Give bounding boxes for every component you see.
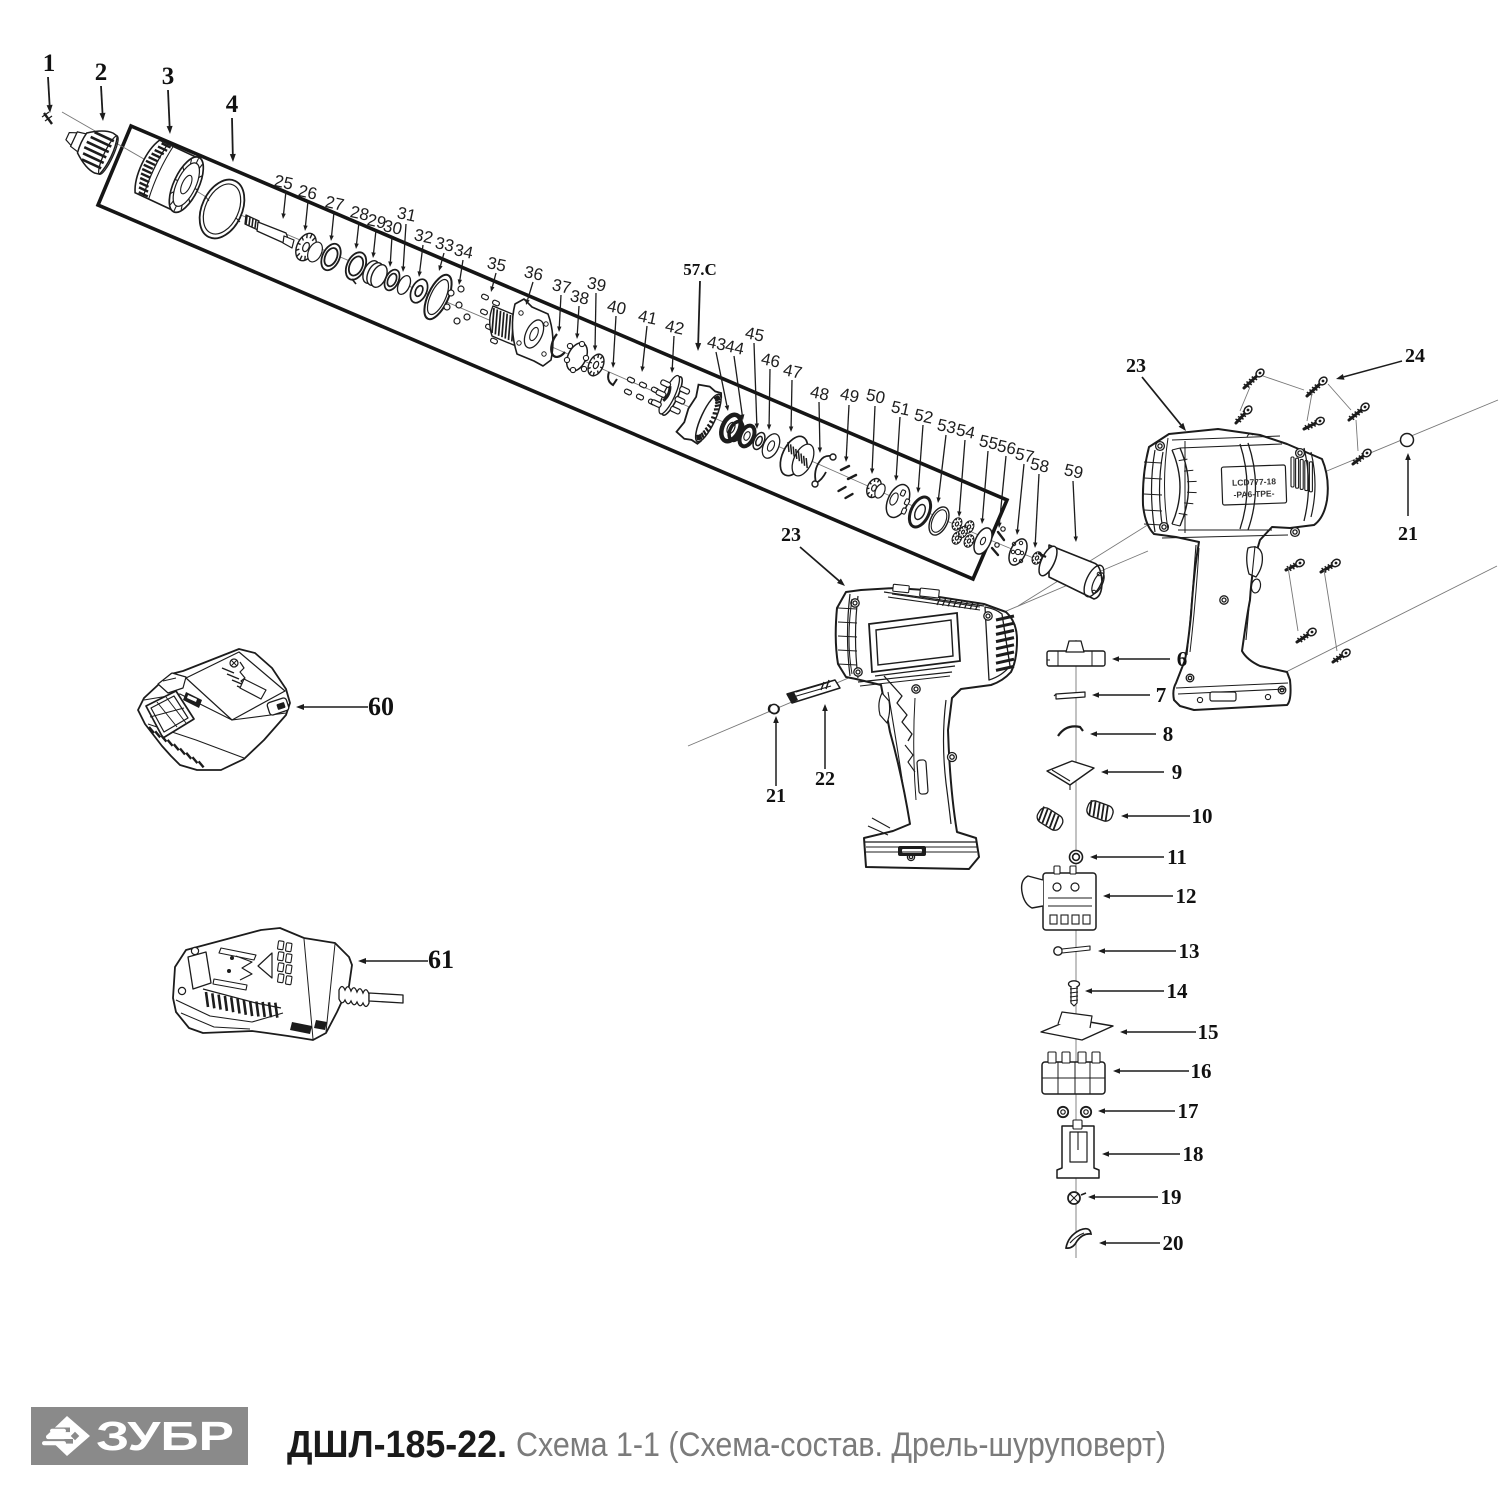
svg-text:53: 53 bbox=[935, 415, 957, 438]
svg-text:52: 52 bbox=[912, 405, 934, 428]
svg-text:55: 55 bbox=[977, 431, 999, 454]
svg-text:21: 21 bbox=[1398, 523, 1418, 545]
svg-text:Схема 1-1 (Схема-состав. Дрель: Схема 1-1 (Схема-состав. Дрель-шуруповер… bbox=[516, 1426, 1166, 1464]
svg-text:44: 44 bbox=[723, 336, 745, 359]
svg-text:3: 3 bbox=[162, 63, 175, 90]
svg-text:25: 25 bbox=[272, 171, 294, 194]
svg-text:49: 49 bbox=[838, 384, 860, 407]
svg-text:41: 41 bbox=[636, 306, 658, 329]
svg-text:45: 45 bbox=[743, 323, 765, 346]
svg-text:12: 12 bbox=[1176, 884, 1197, 908]
svg-text:11: 11 bbox=[1167, 845, 1187, 869]
svg-text:14: 14 bbox=[1167, 979, 1189, 1003]
svg-text:46: 46 bbox=[759, 349, 781, 372]
svg-text:37: 37 bbox=[550, 275, 572, 298]
svg-text:19: 19 bbox=[1161, 1185, 1182, 1209]
svg-text:10: 10 bbox=[1192, 804, 1213, 828]
svg-text:34: 34 bbox=[452, 240, 474, 263]
svg-text:35: 35 bbox=[485, 253, 507, 276]
svg-text:61: 61 bbox=[428, 945, 454, 974]
svg-text:47: 47 bbox=[781, 360, 803, 383]
svg-text:21: 21 bbox=[766, 785, 786, 807]
svg-text:18: 18 bbox=[1183, 1142, 1204, 1166]
svg-text:24: 24 bbox=[1405, 345, 1425, 367]
svg-text:2: 2 bbox=[95, 59, 108, 86]
svg-text:38: 38 bbox=[568, 286, 590, 309]
svg-text:33: 33 bbox=[433, 233, 455, 256]
svg-text:7: 7 bbox=[1156, 683, 1167, 707]
svg-text:4: 4 bbox=[226, 91, 239, 118]
svg-text:57: 57 bbox=[1013, 444, 1035, 467]
svg-text:-PA6-TPE-: -PA6-TPE- bbox=[1233, 488, 1274, 499]
svg-text:58: 58 bbox=[1028, 454, 1050, 477]
svg-text:16: 16 bbox=[1191, 1059, 1212, 1083]
svg-text:20: 20 bbox=[1163, 1231, 1184, 1255]
svg-text:15: 15 bbox=[1198, 1020, 1219, 1044]
svg-text:6: 6 bbox=[1177, 647, 1188, 671]
svg-text:43: 43 bbox=[705, 332, 727, 355]
svg-text:60: 60 bbox=[368, 692, 394, 721]
svg-text:40: 40 bbox=[605, 296, 627, 319]
svg-text:42: 42 bbox=[663, 316, 685, 339]
svg-text:26: 26 bbox=[296, 181, 318, 204]
svg-text:ЗУБР: ЗУБР bbox=[96, 1413, 234, 1459]
svg-text:56: 56 bbox=[995, 436, 1017, 459]
svg-text:50: 50 bbox=[864, 385, 886, 408]
svg-text:57.C: 57.C bbox=[683, 260, 717, 279]
svg-text:30: 30 bbox=[381, 216, 403, 239]
svg-text:54: 54 bbox=[954, 420, 976, 443]
svg-text:17: 17 bbox=[1178, 1099, 1199, 1123]
svg-text:22: 22 bbox=[815, 768, 835, 790]
svg-text:51: 51 bbox=[889, 397, 911, 420]
svg-text:36: 36 bbox=[522, 262, 544, 285]
svg-text:LCD777-18: LCD777-18 bbox=[1232, 476, 1277, 488]
svg-text:29: 29 bbox=[365, 210, 387, 233]
svg-text:13: 13 bbox=[1179, 939, 1200, 963]
svg-text:32: 32 bbox=[412, 225, 434, 248]
svg-text:59: 59 bbox=[1062, 460, 1084, 483]
svg-text:8: 8 bbox=[1163, 722, 1174, 746]
svg-text:23: 23 bbox=[1126, 355, 1146, 377]
svg-text:39: 39 bbox=[585, 273, 607, 296]
svg-text:27: 27 bbox=[323, 192, 345, 215]
svg-text:31: 31 bbox=[395, 203, 417, 226]
svg-text:ДШЛ-185-22.: ДШЛ-185-22. bbox=[287, 1424, 507, 1466]
svg-text:28: 28 bbox=[348, 202, 370, 225]
svg-text:48: 48 bbox=[808, 382, 830, 405]
svg-text:23: 23 bbox=[781, 524, 801, 546]
svg-text:1: 1 bbox=[43, 50, 56, 77]
svg-text:9: 9 bbox=[1172, 760, 1183, 784]
